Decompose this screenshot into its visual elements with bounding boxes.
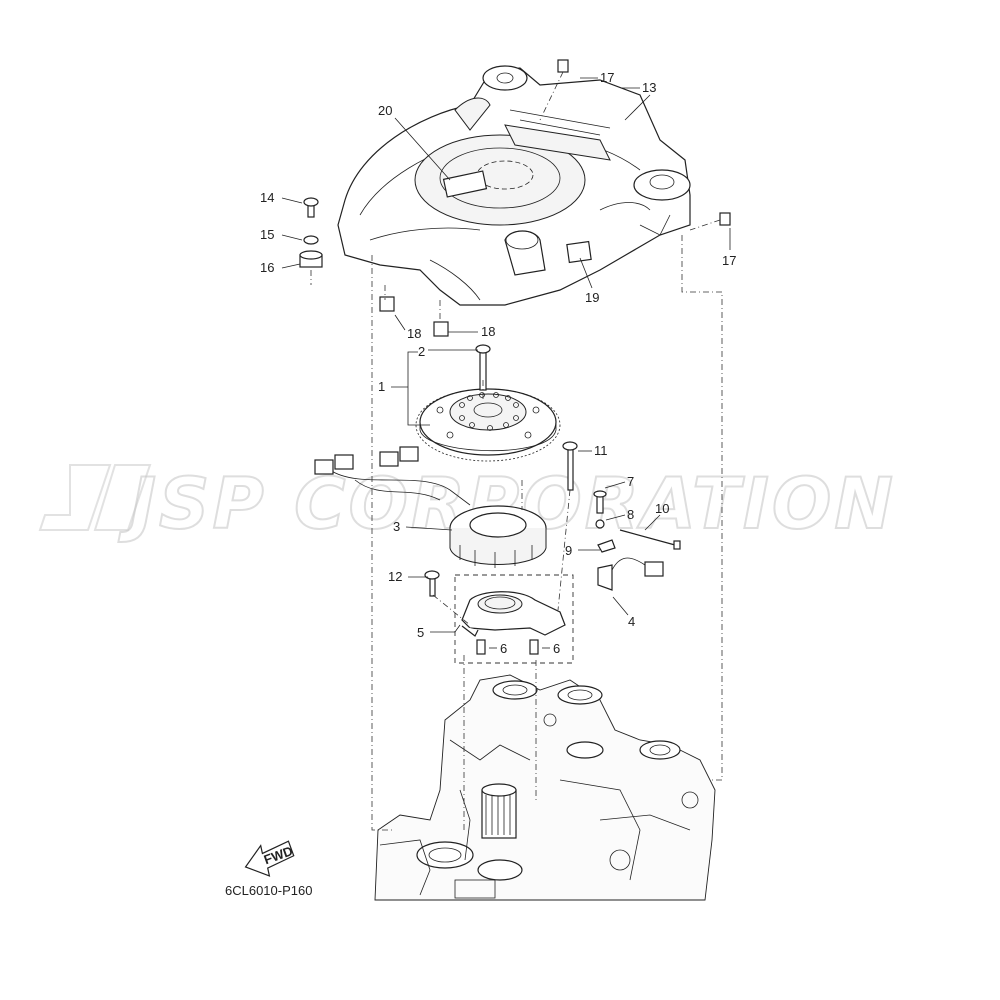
callout-6a: 6 — [500, 641, 507, 656]
callout-11: 11 — [594, 443, 608, 458]
callout-17b: 17 — [722, 253, 736, 268]
leader-lines — [281, 77, 731, 649]
callout-4: 4 — [628, 614, 635, 629]
callout-17a: 17 — [600, 70, 614, 85]
callout-9: 9 — [565, 543, 572, 558]
callout-10: 10 — [655, 501, 669, 516]
callout-2: 2 — [418, 344, 425, 359]
callout-8: 8 — [627, 507, 634, 522]
callout-20: 20 — [378, 103, 392, 118]
callout-13: 13 — [642, 80, 656, 95]
callout-6b: 6 — [553, 641, 560, 656]
callout-18b: 18 — [481, 324, 495, 339]
callout-labels: 1 2 3 4 5 6 6 7 8 9 10 11 12 13 14 15 16… — [260, 70, 736, 656]
callout-15: 15 — [260, 227, 274, 242]
fwd-arrow-icon: FWD — [244, 840, 295, 877]
callout-5: 5 — [417, 625, 424, 640]
flywheel-magneto — [415, 388, 561, 462]
diagram-code: 6CL6010-P160 — [225, 883, 312, 898]
callout-12: 12 — [388, 569, 402, 584]
engine-block — [374, 674, 716, 901]
callout-1: 1 — [378, 379, 385, 394]
flywheel-cover — [337, 65, 691, 306]
pulser-coil — [593, 490, 681, 591]
callout-19: 19 — [585, 290, 599, 305]
callout-18a: 18 — [407, 326, 421, 341]
callout-16: 16 — [260, 260, 274, 275]
fasteners — [299, 59, 731, 597]
callout-14: 14 — [260, 190, 274, 205]
stator-assembly — [314, 446, 547, 568]
stator-base-plate — [454, 574, 574, 664]
callout-3: 3 — [393, 519, 400, 534]
callout-7: 7 — [627, 474, 634, 489]
assembly-lines — [310, 71, 723, 831]
